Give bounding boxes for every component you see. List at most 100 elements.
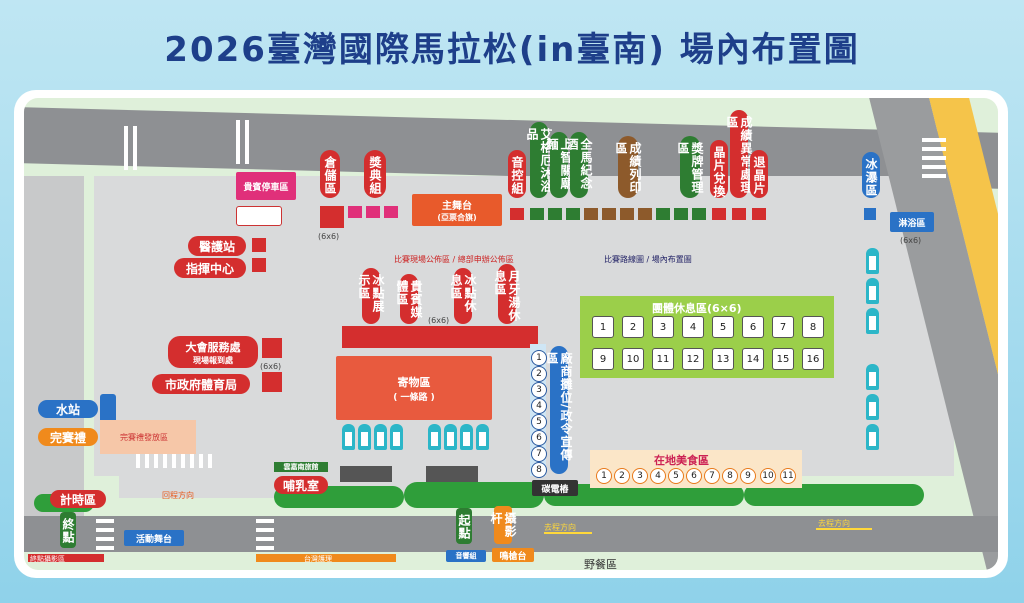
food-stall: 4 — [650, 468, 666, 484]
warehouse-label: 倉儲區 — [320, 150, 340, 198]
toilet-icon — [460, 424, 473, 450]
pink-booth — [348, 206, 362, 218]
bottom-bar-orange — [256, 554, 396, 562]
shangzhi-label: 上智關廟麵 — [545, 132, 573, 198]
nursing-sub-label: 雲嘉南旅館 — [274, 462, 328, 472]
service-block — [262, 372, 282, 392]
sponsor-booth: 1 — [531, 350, 547, 366]
booth-square — [656, 208, 670, 220]
bottom-bar-left — [28, 554, 104, 562]
site-map: 貴賓停車區 倉儲區 (6x6) 獎典組 主舞台(亞票合旗) 音控組 艾格厄沐浴品… — [24, 98, 998, 570]
award-label: 獎典組 — [364, 150, 386, 198]
food-stall: 5 — [668, 468, 684, 484]
group-tent: 15 — [772, 348, 794, 370]
booth-square — [638, 208, 652, 220]
booth-square — [692, 208, 706, 220]
first-aid-block — [252, 238, 266, 252]
bottom-label: 終點攝影區 — [30, 555, 65, 563]
direction-arrow — [544, 532, 592, 534]
ice-bath-label: 冰瀑區 — [862, 152, 880, 198]
bottom-label: 台灣護理 — [304, 555, 332, 563]
booth-square — [602, 208, 616, 220]
group-tent: 4 — [682, 316, 704, 338]
group-tent: 16 — [802, 348, 824, 370]
tree-row — [744, 484, 924, 506]
direction-label: 去程方向 — [544, 523, 576, 532]
ambulance-icon — [236, 206, 282, 226]
main-stage: 主舞台(亞票合旗) — [412, 194, 502, 226]
restroom-icon — [340, 466, 392, 482]
notice-label: 比賽路線圖 / 場內布置圖 — [604, 255, 692, 264]
return-direction-label: 回程方向 — [162, 491, 194, 500]
booth-square — [530, 208, 544, 220]
sound-label: 音控組 — [508, 150, 526, 198]
service-label: 大會服務處現場報到處 — [168, 336, 258, 368]
group-tent: 12 — [682, 348, 704, 370]
picnic-label: 野餐區 — [584, 558, 617, 570]
size-label: (6x6) — [428, 316, 450, 325]
toilet-icon — [866, 394, 879, 420]
bottom-label: 音響組 — [446, 550, 486, 562]
photo-label: 攝影杆 — [489, 506, 517, 544]
group-rest-label: 團體休息區(6×6) — [652, 302, 742, 315]
sponsor-label: 廠商攤位/政令宣傳區 — [545, 346, 573, 474]
sponsor-booth: 8 — [531, 462, 547, 478]
sponsor-booth: 6 — [531, 430, 547, 446]
water-station-label: 水站 — [38, 400, 98, 418]
tree-row — [404, 482, 544, 508]
group-tent: 8 — [802, 316, 824, 338]
direction-label: 去程方向 — [818, 519, 850, 528]
first-aid-label: 醫護站 — [188, 236, 246, 256]
group-tent: 5 — [712, 316, 734, 338]
pink-booth — [366, 206, 380, 218]
crosswalk — [96, 518, 114, 550]
booth-square — [584, 208, 598, 220]
command-block — [252, 258, 266, 272]
food-stall: 8 — [722, 468, 738, 484]
service-block — [262, 338, 282, 358]
charger-label: 碳電樁 — [532, 480, 578, 496]
direction-arrow — [816, 528, 872, 530]
booth-square — [566, 208, 580, 220]
sponsor-booth: 3 — [531, 382, 547, 398]
booth-square — [752, 208, 766, 220]
group-tent: 14 — [742, 348, 764, 370]
water-icon — [100, 394, 116, 424]
food-stall: 1 — [596, 468, 612, 484]
crosswalk — [236, 120, 250, 164]
group-tent: 13 — [712, 348, 734, 370]
size-label: (6x6) — [900, 236, 922, 245]
ice-square — [864, 208, 876, 220]
size-label: (6x6) — [318, 232, 340, 241]
booth-square — [712, 208, 726, 220]
food-area-label: 在地美食區 — [654, 454, 709, 467]
finish-gift-area — [100, 420, 196, 454]
result-print-label: 成績列印區 — [614, 136, 642, 198]
booth-square — [674, 208, 688, 220]
sponsor-booth: 7 — [531, 446, 547, 462]
booth-square — [510, 208, 524, 220]
sponsor-booth: 5 — [531, 414, 547, 430]
moon-rest-label: 月牙湯休息區 — [493, 264, 521, 324]
food-stall: 7 — [704, 468, 720, 484]
chip-exchange-label: 晶片兌換 — [710, 140, 728, 198]
toilet-icon — [358, 424, 371, 450]
toilet-icon — [866, 278, 879, 304]
food-stall: 2 — [614, 468, 630, 484]
crosswalk — [922, 138, 946, 178]
command-label: 指揮中心 — [174, 258, 246, 278]
map-board: 貴賓停車區 倉儲區 (6x6) 獎典組 主舞台(亞票合旗) 音控組 艾格厄沐浴品… — [14, 90, 1008, 578]
notice-label: 比賽現場公佈區 / 總部申辦公佈區 — [394, 255, 514, 264]
toilet-icon — [444, 424, 457, 450]
chip-return-label: 退晶片 — [750, 150, 768, 198]
nursing-room-label: 哺乳室 — [274, 476, 328, 494]
stage-small-label: 活動舞台 — [124, 530, 184, 546]
tree-row — [544, 484, 744, 506]
toilet-icon — [866, 424, 879, 450]
group-tent: 1 — [592, 316, 614, 338]
pink-booth — [384, 206, 398, 218]
timing-label: 計時區 — [50, 490, 106, 508]
toilet-icon — [374, 424, 387, 450]
group-tent: 11 — [652, 348, 674, 370]
warehouse-block — [320, 206, 344, 228]
